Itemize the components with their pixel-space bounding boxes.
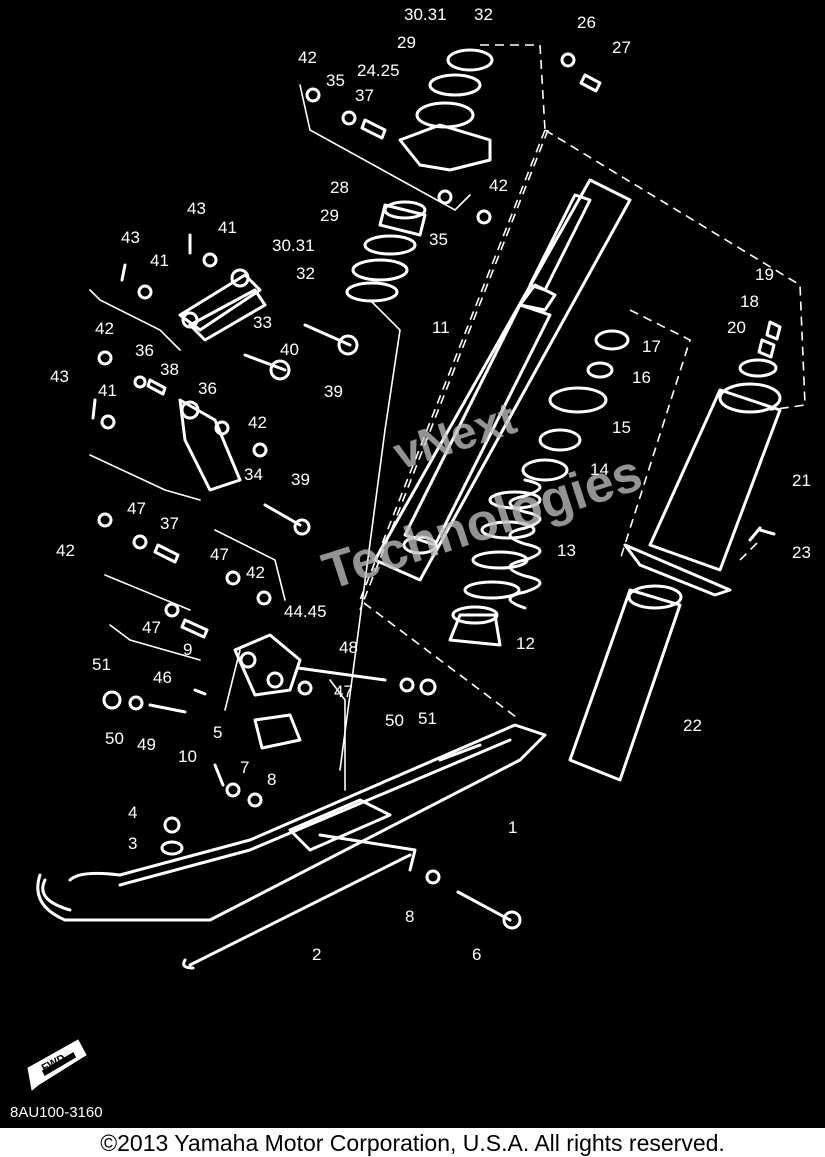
callout-27: 27 [612, 38, 631, 57]
shock-absorber-body [359, 129, 632, 611]
ski-assembly [36, 723, 547, 970]
callout-33: 33 [253, 313, 272, 332]
callout-42b: 42 [489, 176, 508, 195]
callout-42c: 42 [95, 319, 114, 338]
callout-2: 2 [312, 945, 321, 964]
callout-10: 10 [178, 747, 197, 766]
callout-32a: 32 [474, 5, 493, 24]
callout-30-31a: 30.31 [404, 5, 447, 24]
callout-35a: 35 [326, 71, 345, 90]
callout-38: 38 [160, 360, 179, 379]
watermark: vNext Technologies [316, 391, 649, 601]
callout-17: 17 [642, 337, 661, 356]
callout-26: 26 [577, 13, 596, 32]
callout-41a: 41 [218, 218, 237, 237]
callout-44-45: 44.45 [284, 602, 327, 621]
callout-13: 13 [557, 541, 576, 560]
callout-12: 12 [516, 634, 535, 653]
callout-47c: 47 [142, 618, 161, 637]
callout-21: 21 [792, 471, 811, 490]
callout-47a: 47 [127, 499, 146, 518]
callout-labels: 1 2 3 4 5 6 7 8 8 9 10 11 12 13 14 15 16… [50, 5, 811, 964]
callout-24-25: 24.25 [357, 61, 400, 80]
callout-7: 7 [240, 758, 249, 777]
callout-47b: 47 [210, 545, 229, 564]
callout-42e: 42 [56, 541, 75, 560]
callout-48: 48 [339, 638, 358, 657]
callout-23: 23 [792, 543, 811, 562]
callout-39a: 39 [324, 382, 343, 401]
callout-35b: 35 [429, 230, 448, 249]
callout-20: 20 [727, 318, 746, 337]
part-code: 8AU100-3160 [10, 1104, 103, 1121]
callout-47d: 47 [334, 682, 353, 701]
callout-42d: 42 [248, 413, 267, 432]
callout-30-31b: 30.31 [272, 236, 315, 255]
callout-8a: 8 [267, 770, 276, 789]
fwd-arrow-icon: FWD [27, 1039, 87, 1091]
copyright-footer: ©2013 Yamaha Motor Corporation, U.S.A. A… [0, 1128, 825, 1157]
shock-covers [568, 320, 782, 782]
upper-mount [305, 48, 602, 303]
callout-43a: 43 [187, 199, 206, 218]
callout-4: 4 [128, 803, 137, 822]
callout-39b: 39 [291, 470, 310, 489]
callout-46: 46 [153, 668, 172, 687]
parts-diagram: FWD vNext Technologies 8AU100-3160 1 2 3… [0, 0, 825, 1128]
callout-34: 34 [244, 465, 263, 484]
callout-29a: 29 [397, 33, 416, 52]
callout-49: 49 [137, 735, 156, 754]
callout-16: 16 [632, 368, 651, 387]
callout-11: 11 [432, 318, 450, 337]
callout-6: 6 [472, 945, 481, 964]
callout-43c: 43 [50, 367, 69, 386]
callout-9: 9 [183, 640, 192, 659]
spring-assembly [448, 329, 630, 647]
linkage-arms [91, 233, 359, 639]
watermark-line-1: vNext [387, 391, 522, 479]
callout-29b: 29 [320, 206, 339, 225]
callout-5: 5 [213, 723, 222, 742]
callout-22: 22 [683, 716, 702, 735]
callout-51a: 51 [92, 655, 111, 674]
callout-51b: 51 [418, 709, 437, 728]
callout-40: 40 [280, 340, 299, 359]
callout-18: 18 [740, 292, 759, 311]
front-arm-bracket [102, 633, 437, 808]
callout-19: 19 [755, 265, 774, 284]
callout-50b: 50 [385, 711, 404, 730]
callout-37b: 37 [160, 514, 179, 533]
callout-3: 3 [128, 834, 137, 853]
callout-41b: 41 [150, 251, 169, 270]
callout-28: 28 [330, 178, 349, 197]
callout-37a: 37 [355, 86, 374, 105]
callout-36a: 36 [135, 341, 154, 360]
copyright-text: ©2013 Yamaha Motor Corporation, U.S.A. A… [100, 1130, 725, 1156]
exploded-view-drawing: FWD vNext Technologies 8AU100-3160 1 2 3… [10, 5, 811, 1121]
callout-43b: 43 [121, 228, 140, 247]
callout-1: 1 [508, 818, 517, 837]
callout-14: 14 [590, 460, 609, 479]
assembly-guide-lines [89, 44, 806, 791]
callout-32b: 32 [296, 264, 315, 283]
callout-42f: 42 [246, 563, 265, 582]
callout-15: 15 [612, 418, 631, 437]
callout-42a: 42 [298, 48, 317, 67]
callout-50a: 50 [105, 729, 124, 748]
callout-41c: 41 [98, 381, 117, 400]
callout-36b: 36 [198, 379, 217, 398]
callout-8b: 8 [405, 907, 414, 926]
